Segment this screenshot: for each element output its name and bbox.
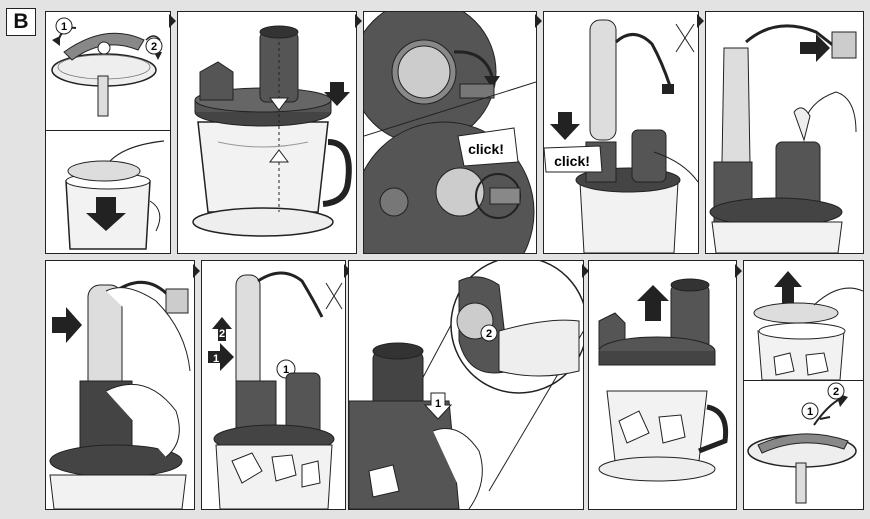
right-arrow-icon: [208, 343, 234, 371]
step-one-text: 1: [61, 21, 67, 33]
right-arrow-icon: [52, 307, 82, 343]
panel-connector-icon: [355, 14, 362, 28]
section-label: B: [6, 8, 36, 36]
panel-lid-unlock: 2 1: [348, 260, 584, 510]
click-label: click!: [554, 153, 590, 169]
panel-lock-click: click!: [363, 11, 537, 254]
step-two-text: 2: [151, 41, 157, 53]
panel-connector-icon: [535, 14, 542, 28]
panel-motor-attach: click!: [543, 11, 699, 254]
up-arrow-icon: [637, 285, 669, 321]
panel-connector-icon: [169, 14, 176, 28]
panel-plug-in: [705, 11, 864, 254]
panel-disc-lift: [743, 260, 864, 381]
svg-text:2: 2: [833, 386, 839, 398]
click-label: click!: [468, 141, 504, 157]
svg-text:1: 1: [435, 398, 441, 410]
up-arrow-icon: [774, 271, 802, 303]
svg-text:2: 2: [486, 328, 492, 340]
panel-disc-insert: [45, 130, 171, 254]
panel-plug-in-hold: [45, 260, 195, 510]
panel-lid-attach: [177, 11, 357, 254]
panel-motor-release: 2 1 1: [201, 260, 346, 510]
down-arrow-icon: [550, 112, 580, 140]
svg-text:1: 1: [807, 406, 813, 418]
svg-text:1: 1: [213, 353, 219, 365]
panel-connector-icon: [735, 264, 742, 278]
svg-text:2: 2: [219, 328, 225, 340]
panel-connector-icon: [697, 14, 704, 28]
panel-connector-icon: [193, 264, 200, 278]
panel-disc-detach: 2 1: [743, 380, 864, 510]
panel-disc-release: 1 2: [45, 11, 171, 131]
panel-lid-remove: [588, 260, 737, 510]
